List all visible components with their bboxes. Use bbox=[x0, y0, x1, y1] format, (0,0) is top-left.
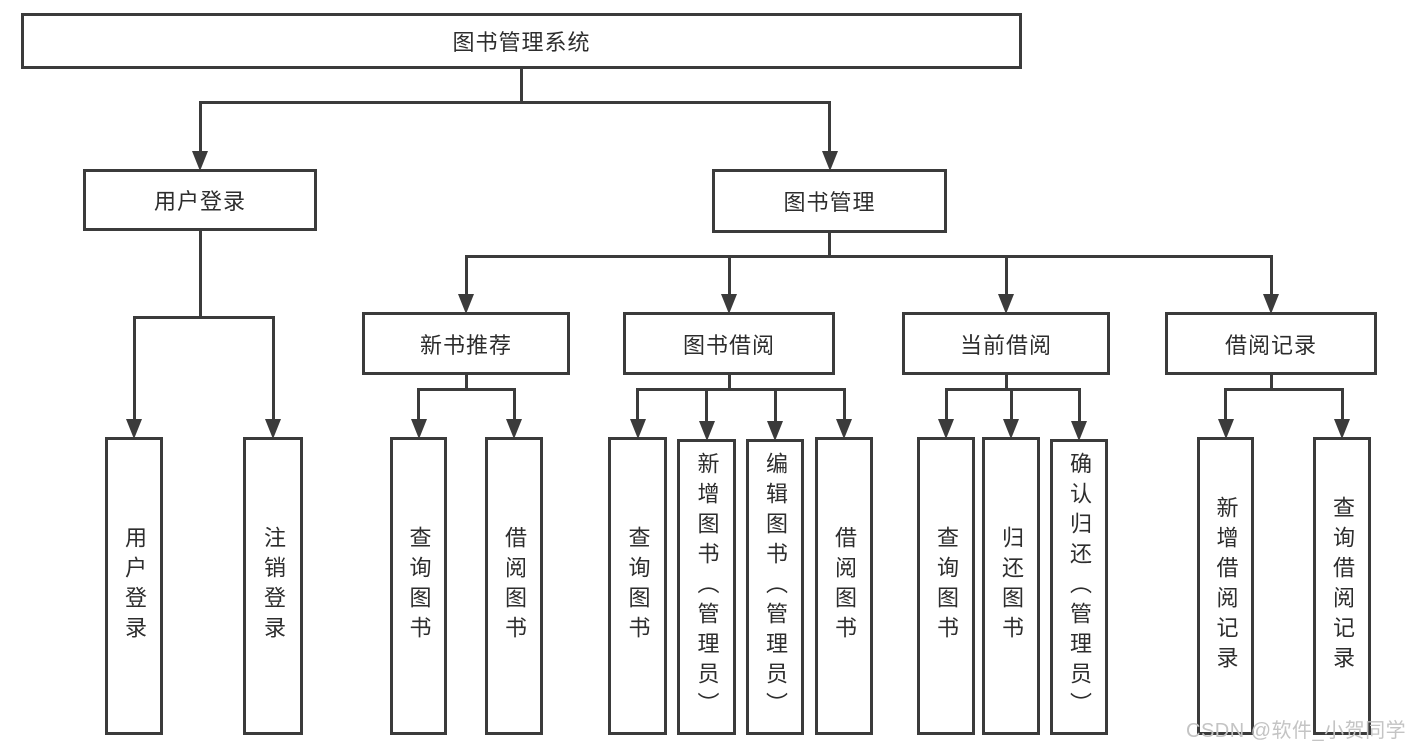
diagram-box-label: 确认归还（管理员） bbox=[1067, 452, 1092, 722]
diagram-box-nb-query: 查询图书 bbox=[390, 437, 447, 735]
diagram-box-b-borrow: 借阅图书 bbox=[815, 437, 873, 735]
connector-drop-new-book bbox=[464, 255, 468, 308]
diagram-box-b-edit: 编辑图书（管理员） bbox=[746, 439, 804, 735]
diagram-box-label: 新增借阅记录 bbox=[1213, 496, 1239, 676]
diagram-box-c-query: 查询图书 bbox=[917, 437, 975, 735]
diagram-box-leaf-login: 用户登录 bbox=[105, 437, 163, 735]
diagram-box-b-query: 查询图书 bbox=[608, 437, 667, 735]
arrowhead-leaf-logout bbox=[265, 419, 281, 439]
diagram-box-label: 用户登录 bbox=[153, 189, 246, 214]
connector-bar-new-book bbox=[417, 388, 516, 391]
diagram-box-label: 查询图书 bbox=[406, 526, 432, 646]
connector-bar-borrow bbox=[636, 388, 846, 391]
connector-stem-root bbox=[520, 69, 523, 101]
diagram-box-label: 借阅图书 bbox=[502, 526, 527, 646]
connector-stem-user-login bbox=[198, 231, 202, 316]
diagram-box-r-query: 查询借阅记录 bbox=[1313, 437, 1371, 735]
diagram-box-current: 当前借阅 bbox=[902, 312, 1110, 375]
connector-drop-c-query bbox=[944, 388, 948, 433]
diagram-box-label: 编辑图书（管理员） bbox=[763, 452, 788, 722]
arrowhead-c-confirm bbox=[1071, 421, 1087, 441]
connector-drop-borrow bbox=[727, 255, 731, 308]
arrowhead-new-book bbox=[458, 294, 474, 314]
connector-drop-user-login bbox=[198, 101, 202, 165]
diagram-box-root: 图书管理系统 bbox=[21, 13, 1022, 69]
connector-drop-book-mgmt bbox=[828, 101, 831, 165]
connector-stem-book-mgmt bbox=[828, 233, 831, 255]
connector-stem-current bbox=[1004, 375, 1008, 388]
diagram-box-label: 借阅图书 bbox=[832, 526, 857, 646]
diagram-box-label: 注销登录 bbox=[261, 526, 286, 646]
connector-bar-user-login bbox=[132, 316, 275, 319]
diagram-box-new-book: 新书推荐 bbox=[362, 312, 570, 375]
connector-drop-nb-query bbox=[417, 388, 420, 433]
diagram-box-label: 借阅记录 bbox=[1224, 332, 1317, 358]
diagram-box-label: 图书借阅 bbox=[682, 332, 775, 358]
diagram-box-r-add: 新增借阅记录 bbox=[1197, 437, 1254, 735]
arrowhead-nb-query bbox=[410, 419, 427, 439]
diagram-box-label: 查询图书 bbox=[625, 526, 651, 646]
diagram-box-leaf-logout: 注销登录 bbox=[243, 437, 303, 735]
diagram-box-borrow: 图书借阅 bbox=[623, 312, 835, 375]
connector-drop-leaf-logout bbox=[271, 316, 275, 433]
connector-drop-leaf-login bbox=[132, 316, 136, 433]
arrowhead-borrow bbox=[721, 294, 737, 314]
diagram-box-c-confirm: 确认归还（管理员） bbox=[1050, 439, 1108, 735]
connector-drop-current bbox=[1004, 255, 1008, 308]
diagram-box-label: 新增图书（管理员） bbox=[694, 452, 720, 722]
connector-drop-nb-borrow bbox=[512, 388, 516, 433]
arrowhead-records bbox=[1263, 294, 1279, 314]
arrowhead-b-borrow bbox=[836, 419, 852, 439]
arrowhead-b-query bbox=[629, 419, 646, 439]
connector-stem-records bbox=[1269, 375, 1273, 388]
connector-bar-current bbox=[944, 388, 1081, 391]
arrowhead-leaf-login bbox=[126, 419, 142, 439]
arrowhead-b-add bbox=[698, 421, 715, 441]
connector-drop-records bbox=[1269, 255, 1273, 308]
arrowhead-c-return bbox=[1003, 419, 1019, 439]
diagram-box-c-return: 归还图书 bbox=[982, 437, 1040, 735]
diagram-box-records: 借阅记录 bbox=[1165, 312, 1377, 375]
diagram-box-label: 图书管理 bbox=[783, 190, 876, 215]
diagram-box-nb-borrow: 借阅图书 bbox=[485, 437, 543, 735]
diagram-box-book-mgmt: 图书管理 bbox=[712, 169, 947, 233]
diagram-box-label: 图书管理系统 bbox=[452, 30, 591, 55]
diagram-box-user-login: 用户登录 bbox=[83, 169, 317, 231]
connector-drop-b-borrow bbox=[842, 388, 846, 433]
arrowhead-current bbox=[998, 294, 1014, 314]
arrowhead-r-add bbox=[1217, 419, 1234, 439]
connector-bar-book-mgmt bbox=[464, 255, 1273, 258]
diagram-box-b-add: 新增图书（管理员） bbox=[677, 439, 736, 735]
arrowhead-nb-borrow bbox=[506, 419, 522, 439]
diagram-box-label: 用户登录 bbox=[122, 526, 147, 646]
arrowhead-user-login bbox=[192, 151, 208, 171]
connector-drop-b-add bbox=[705, 388, 708, 435]
connector-stem-new-book bbox=[464, 375, 468, 388]
connector-bar-root bbox=[198, 101, 831, 104]
connector-bar-records bbox=[1224, 388, 1344, 391]
arrowhead-b-edit bbox=[767, 421, 783, 441]
csdn-watermark: CSDN @软件_小贺同学 bbox=[1186, 720, 1405, 742]
diagram-box-label: 新书推荐 bbox=[419, 332, 512, 358]
connector-drop-c-return bbox=[1009, 388, 1013, 433]
connector-drop-r-add bbox=[1224, 388, 1227, 433]
diagram-box-label: 归还图书 bbox=[999, 526, 1024, 646]
arrowhead-r-query bbox=[1334, 419, 1350, 439]
connector-drop-b-query bbox=[636, 388, 639, 433]
arrowhead-c-query bbox=[938, 419, 954, 439]
connector-drop-c-confirm bbox=[1077, 388, 1081, 435]
diagram-box-label: 当前借阅 bbox=[959, 332, 1052, 358]
connector-stem-borrow bbox=[727, 375, 731, 388]
connector-drop-r-query bbox=[1340, 388, 1344, 433]
diagram-box-label: 查询借阅记录 bbox=[1330, 496, 1355, 676]
diagram-box-label: 查询图书 bbox=[934, 526, 959, 646]
connector-drop-b-edit bbox=[773, 388, 777, 435]
arrowhead-book-mgmt bbox=[821, 151, 838, 171]
